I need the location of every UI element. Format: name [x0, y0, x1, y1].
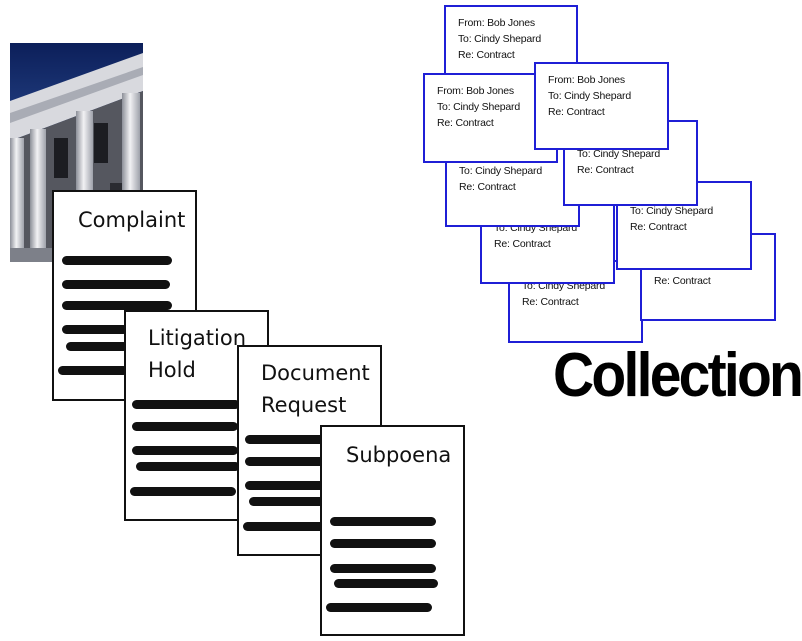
email-re-line: Re: Contract	[522, 296, 579, 308]
text-line	[334, 579, 438, 588]
email-from-line: From: Bob Jones	[458, 17, 535, 29]
email-from-line: From: Bob Jones	[437, 85, 514, 97]
text-line	[62, 301, 172, 310]
email-to-line: To: Cindy Shepard	[577, 148, 660, 160]
text-line	[132, 446, 238, 455]
litigation-hold-title-line1: Litigation	[148, 326, 247, 350]
email-to-line: To: Cindy Shepard	[437, 101, 520, 113]
complaint-title: Complaint	[78, 208, 186, 232]
text-line	[132, 400, 240, 409]
email-re-line: Re: Contract	[458, 49, 515, 61]
text-line	[330, 539, 436, 548]
text-line	[245, 481, 335, 490]
text-line	[136, 462, 240, 471]
email-re-line: Re: Contract	[437, 117, 494, 129]
text-line	[132, 422, 238, 431]
email-to-line: To: Cindy Shepard	[630, 205, 713, 217]
document-request-title-line1: Document	[261, 361, 370, 385]
collection-label: Collection	[553, 341, 802, 410]
email-card: From: Bob Jones To: Cindy Shepard Re: Co…	[534, 62, 669, 150]
text-line	[243, 522, 333, 531]
litigation-hold-title-line2: Hold	[148, 358, 196, 382]
text-line	[62, 280, 170, 289]
subpoena-document: Subpoena	[320, 425, 465, 636]
document-request-title-line2: Request	[261, 393, 347, 417]
text-line	[330, 517, 436, 526]
text-line	[62, 256, 172, 265]
text-line	[245, 457, 335, 466]
email-re-line: Re: Contract	[630, 221, 687, 233]
text-line	[58, 366, 128, 375]
text-line	[66, 342, 128, 351]
text-line	[330, 564, 436, 573]
email-re-line: Re: Contract	[494, 238, 551, 250]
email-re-line: Re: Contract	[459, 181, 516, 193]
email-re-line: Re: Contract	[577, 164, 634, 176]
email-from-line: From: Bob Jones	[548, 74, 625, 86]
text-line	[245, 435, 335, 444]
email-re-line: Re: Contract	[654, 275, 711, 287]
text-line	[130, 487, 236, 496]
email-to-line: To: Cindy Shepard	[458, 33, 541, 45]
email-to-line: To: Cindy Shepard	[548, 90, 631, 102]
text-line	[62, 325, 128, 334]
email-re-line: Re: Contract	[548, 106, 605, 118]
subpoena-title: Subpoena	[346, 443, 452, 467]
email-to-line: To: Cindy Shepard	[459, 165, 542, 177]
text-line	[249, 497, 337, 506]
text-line	[326, 603, 432, 612]
